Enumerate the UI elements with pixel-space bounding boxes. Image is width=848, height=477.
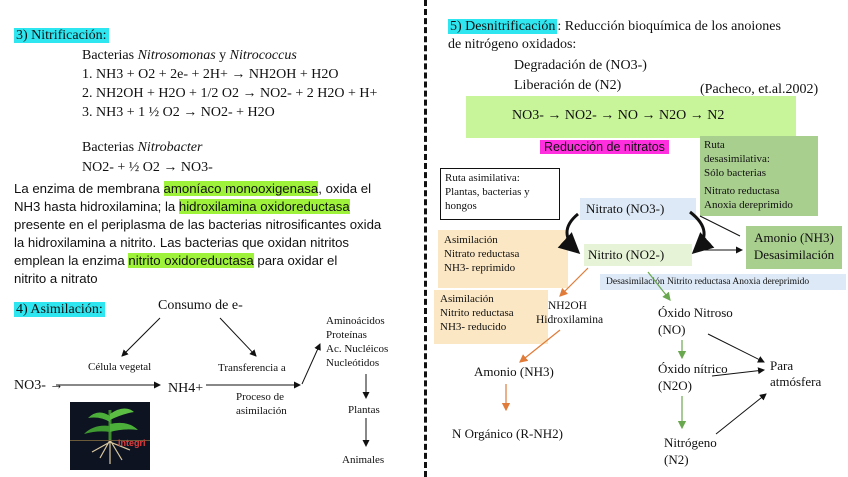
animales-label: Animales bbox=[342, 454, 385, 466]
para-line-4: la hidroxilamina a nitrito. Las bacteria… bbox=[14, 235, 349, 250]
plant-image: Integri bbox=[70, 402, 150, 470]
citation: (Pacheco, et.al.2002) bbox=[700, 82, 819, 97]
biomolecule-list: Aminoácidos Proteínas Ac. Nucléicos Nucl… bbox=[326, 314, 388, 370]
oxido-nitroso-label: Óxido Nitroso (NO) bbox=[658, 305, 733, 337]
arrow-nitrico-atmosfera bbox=[711, 367, 765, 377]
reaction-3: 3. NH3 + 1 ½ O2 → NO2- + H2O bbox=[82, 105, 275, 120]
list-item: Ac. Nucléicos bbox=[326, 343, 389, 355]
nitrato-box: Nitrato (NO3-) bbox=[580, 198, 696, 220]
ruta-desasimilativa-box: Ruta desasimilativa: Sólo bacterias Nitr… bbox=[700, 136, 818, 216]
para-atmosfera-label: Para atmósfera bbox=[770, 358, 822, 389]
bacteria-line-1: Bacterias Nitrosomonas y Nitrococcus bbox=[82, 48, 297, 63]
nitrogeno-label: Nitrógeno (N2) bbox=[664, 435, 717, 467]
nitrito-box: Nitrito (NO2-) bbox=[584, 244, 692, 266]
plant-icon bbox=[70, 408, 150, 464]
oxido-nitrico-label: Óxido nítrico (N2O) bbox=[658, 361, 728, 393]
nh4-label: NH4+ bbox=[168, 381, 204, 396]
celula-label: Célula vegetal bbox=[88, 361, 152, 373]
section5-heading: 5) Desnitrificación: Reducción bioquímic… bbox=[448, 19, 781, 52]
arrow-nitrogeno-atmosfera bbox=[715, 393, 767, 435]
reduccion-label: Reducción de nitratos bbox=[540, 140, 669, 154]
reaction-2: 2. NH2OH + H2O + 1/2 O2 → NO2- + 2 H2O +… bbox=[82, 86, 378, 101]
consumo-label: Consumo de e- bbox=[158, 298, 243, 313]
arrow-consumo-transferencia bbox=[219, 317, 257, 357]
arrow-nitrito-oxido-nitroso bbox=[647, 271, 671, 301]
list-item: Aminoácidos bbox=[326, 315, 385, 327]
asimilacion-2-box: Asimilación Nitrito reductasa NH3- reduc… bbox=[434, 290, 548, 344]
proceso-label-1: Proceso de bbox=[236, 391, 284, 403]
degradacion-label: Degradación de (NO3-) bbox=[514, 58, 647, 73]
arrow-nitrito-nh2oh bbox=[559, 267, 589, 297]
bacteria-line-2: Bacterias Nitrobacter bbox=[82, 140, 203, 155]
para-line-3: presente en el periplasma de las bacteri… bbox=[14, 217, 382, 232]
para-line-1: La enzima de membrana amoníaco monooxige… bbox=[14, 181, 372, 196]
list-item: Nucleótidos bbox=[326, 357, 380, 369]
ruta-asimilativa-box: Ruta asimilativa: Plantas, bacterias y h… bbox=[440, 168, 560, 220]
reaction-chain-box bbox=[466, 96, 796, 138]
arrow-nitroso-atmosfera bbox=[707, 333, 765, 363]
enzyme-paragraph: La enzima de membrana amoníaco monooxige… bbox=[14, 180, 412, 288]
plantas-label: Plantas bbox=[348, 404, 380, 416]
arrow-nitrato-nitrito-left bbox=[557, 212, 581, 255]
arrow-to-list bbox=[301, 343, 321, 385]
para-line-6: nitrito a nitrato bbox=[14, 271, 98, 286]
asimilacion-1-box: Asimilación Nitrato reductasa NH3- repri… bbox=[438, 230, 568, 288]
n-organico-label: N Orgánico (R-NH2) bbox=[452, 426, 563, 441]
arrow-nitrato-amonio bbox=[699, 215, 741, 237]
proceso-label-2: asimilación bbox=[236, 405, 287, 417]
desasimilacion-strip: Desasimilación Nitrito reductasa Anoxia … bbox=[600, 274, 846, 290]
reaction-4: NO2- + ½ O2 → NO3- bbox=[82, 160, 213, 175]
para-line-2: NH3 hasta hidroxilamina; la hidroxilamin… bbox=[14, 199, 350, 214]
list-item: Proteínas bbox=[326, 329, 367, 341]
arrow-nitrato-nitrito-right bbox=[689, 210, 715, 255]
para-line-5: emplean la enzima nitrito oxidoreductasa… bbox=[14, 253, 338, 268]
reaction-chain: NO3- → NO2- → NO → N2O → N2 bbox=[512, 108, 725, 123]
section4-title: 4) Asimilación: bbox=[14, 302, 105, 317]
section-divider bbox=[424, 0, 427, 477]
arrow-nh2oh-amonio bbox=[519, 329, 561, 363]
liberacion-label: Liberación de (N2) bbox=[514, 78, 622, 93]
amonio-desasimilacion-box: Amonio (NH3) Desasimilación bbox=[746, 226, 842, 269]
amonio-label: Amonio (NH3) bbox=[474, 364, 554, 379]
hidroxilamina-label: Hidroxilamina bbox=[536, 314, 604, 326]
section3-title: 3) Nitrificación: bbox=[14, 28, 109, 43]
transferencia-label: Transferencia a bbox=[218, 362, 286, 374]
arrow-consumo-celula bbox=[121, 317, 161, 357]
reaction-1: 1. NH3 + O2 + 2e- + 2H+ → NH2OH + H2O bbox=[82, 67, 339, 82]
no3-label: NO3- → bbox=[14, 378, 64, 393]
nh2oh-label: NH2OH bbox=[548, 300, 587, 312]
